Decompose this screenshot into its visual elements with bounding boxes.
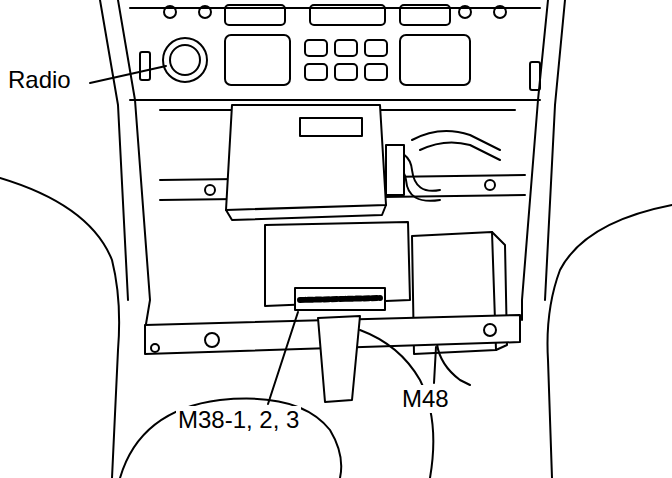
seat-outline [0, 178, 119, 478]
radio-panel [225, 35, 290, 85]
lower-control-unit [265, 222, 410, 310]
radio-panel [170, 45, 200, 75]
radio-panel [365, 40, 387, 56]
radio-panel [365, 64, 387, 80]
shift-lever [120, 399, 341, 478]
mounting-beam [485, 180, 495, 190]
upper-control-unit [226, 205, 386, 220]
upper-control-unit [226, 105, 386, 220]
m48-unit [437, 344, 470, 385]
console-frame [118, 0, 150, 330]
radio-panel [494, 6, 506, 18]
shift-lever [318, 316, 360, 402]
radio-panel [530, 62, 540, 90]
console-frame [522, 0, 548, 320]
radio-panel [130, 7, 540, 9]
radio-panel [163, 38, 207, 82]
leader-line [434, 347, 436, 383]
radio-panel [199, 6, 211, 18]
console-frame [130, 99, 540, 101]
upper-control-unit [300, 118, 362, 136]
lower-control-unit [295, 288, 385, 310]
leader-line [90, 66, 166, 83]
wire-harness [420, 142, 500, 160]
part-label: M38-1, 2, 3 [176, 406, 301, 434]
console-frame [100, 0, 565, 330]
radio-panel [305, 40, 327, 56]
radio-panel [459, 6, 471, 18]
seat-outline [0, 178, 672, 478]
leader-line [90, 66, 436, 404]
radio-panel [335, 40, 357, 56]
leader-line [268, 312, 298, 404]
wire-harness [386, 145, 404, 195]
console-frame [545, 0, 565, 300]
radio-panel [305, 64, 327, 80]
wire-harness [386, 131, 500, 201]
mounting-beam [205, 185, 215, 195]
lower-control-unit [300, 298, 380, 300]
radio-panel [335, 64, 357, 80]
cross-bracket [151, 344, 159, 352]
radio-panel [400, 5, 450, 25]
cross-bracket [205, 333, 219, 347]
radio-panel [400, 35, 470, 85]
radio-panel [310, 5, 385, 25]
shift-lever [120, 316, 433, 478]
upper-control-unit [226, 105, 386, 210]
seat-outline [548, 205, 672, 478]
m48-unit [412, 232, 507, 385]
console-frame [100, 0, 128, 300]
part-label: M48 [400, 385, 451, 413]
cross-bracket [484, 324, 496, 336]
part-label: Radio [6, 66, 73, 94]
radio-panel [225, 5, 285, 25]
radio-panel [140, 52, 150, 80]
radio-panel [164, 6, 176, 18]
radio-panel [130, 5, 540, 90]
